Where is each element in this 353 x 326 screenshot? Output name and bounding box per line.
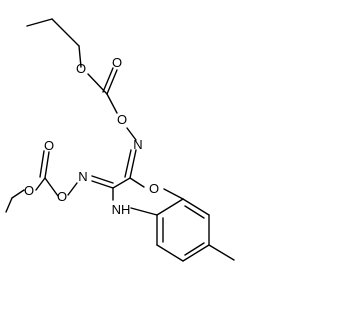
ring-nh-label: NH (112, 202, 131, 217)
upper-oxime-chain (26, 18, 137, 179)
oxazine-ring (112, 177, 184, 216)
upper-ester-oxygen-label: O (76, 61, 86, 76)
upper-carbonyl-oxygen-label: O (112, 55, 122, 70)
upper-oxime-oxygen-label: O (117, 112, 127, 127)
lower-ester-oxygen-label: O (24, 183, 34, 198)
ring-oxygen-label: O (149, 181, 159, 196)
lower-oxime-oxygen-label: O (57, 189, 67, 204)
lower-oxime-chain (5, 150, 114, 213)
upper-oxime-nitrogen-label: N (133, 137, 142, 152)
methyl-group (208, 244, 235, 261)
benzene-ring (156, 198, 210, 262)
lower-carbonyl-oxygen-label: O (44, 138, 54, 153)
lower-oxime-nitrogen-label: N (78, 169, 87, 184)
